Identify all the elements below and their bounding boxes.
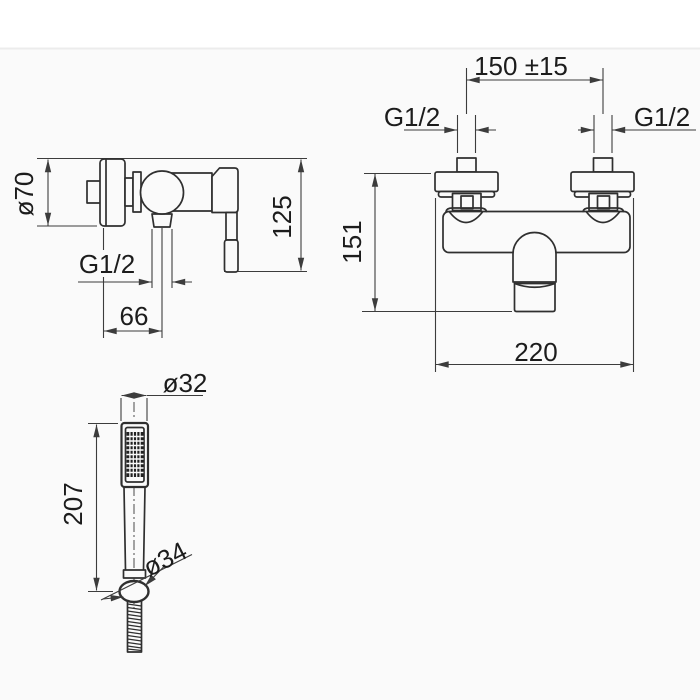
- handle-neck: [225, 211, 238, 241]
- handle-base: [211, 167, 239, 214]
- dim-label-inlet-centers: 150 ±15: [474, 51, 568, 81]
- union-nut-right: [588, 192, 619, 212]
- spout-aerator: [513, 282, 556, 313]
- inlet-dome-left-arc: [448, 211, 484, 224]
- side-view-mixer-body: [86, 158, 239, 273]
- inlet-dome-left: [445, 207, 488, 213]
- ball-joint: [118, 579, 150, 604]
- dim-label-thread-left: G1/2: [384, 102, 440, 132]
- hand-shower-body: ø34: [100, 402, 193, 653]
- shower-wand: [123, 486, 146, 571]
- top-strip: [0, 0, 700, 48]
- dim-label-height-125: 125: [267, 195, 297, 238]
- dim-label-outlet-thread: G1/2: [79, 249, 135, 279]
- dim-label-length: 207: [58, 482, 88, 525]
- hand-shower-view: ø32 207: [58, 368, 208, 653]
- front-view: 150 ±15 G1/2 G1/2 151 220: [337, 51, 696, 372]
- side-view: ø70 125 G1/2 66: [9, 157, 307, 338]
- dim-label-head-diameter: ø32: [163, 368, 208, 398]
- flange-step: [124, 177, 134, 207]
- eccentric-flange-right: [570, 171, 635, 193]
- shower-head-knurl-grid: [126, 432, 144, 477]
- shower-hose: [126, 600, 143, 653]
- spout: [512, 231, 557, 283]
- dim-label-wall-to-outlet: 66: [120, 301, 149, 331]
- inlet-thread-right: [592, 157, 614, 173]
- inlet-thread-left: [456, 157, 477, 173]
- hand-shower-dimensions: ø32 207: [58, 368, 208, 593]
- wall-flange: [99, 158, 126, 227]
- wand-collar: [122, 569, 147, 579]
- outlet-connector: [151, 213, 173, 228]
- shower-head-inner: [124, 426, 145, 483]
- spout-joint-arc: [513, 282, 556, 289]
- dim-label-flange-diameter: ø70: [9, 172, 39, 217]
- front-view-mixer-body: [434, 157, 635, 313]
- wall-nipple: [86, 180, 102, 204]
- dim-label-overall-width: 220: [514, 337, 557, 367]
- inlet-dome-right-arc: [585, 211, 621, 224]
- eccentric-flange-left: [434, 171, 499, 193]
- inlet-dome-right: [582, 207, 625, 213]
- union-nut-left: [451, 192, 482, 212]
- cartridge-housing: [139, 170, 185, 215]
- dim-label-thread-right: G1/2: [634, 102, 690, 132]
- drawing-background: [0, 48, 700, 700]
- handle-grip: [223, 239, 239, 273]
- dim-label-body-height: 151: [337, 220, 367, 263]
- front-view-dimensions: 150 ±15 G1/2 G1/2 151 220: [337, 51, 696, 372]
